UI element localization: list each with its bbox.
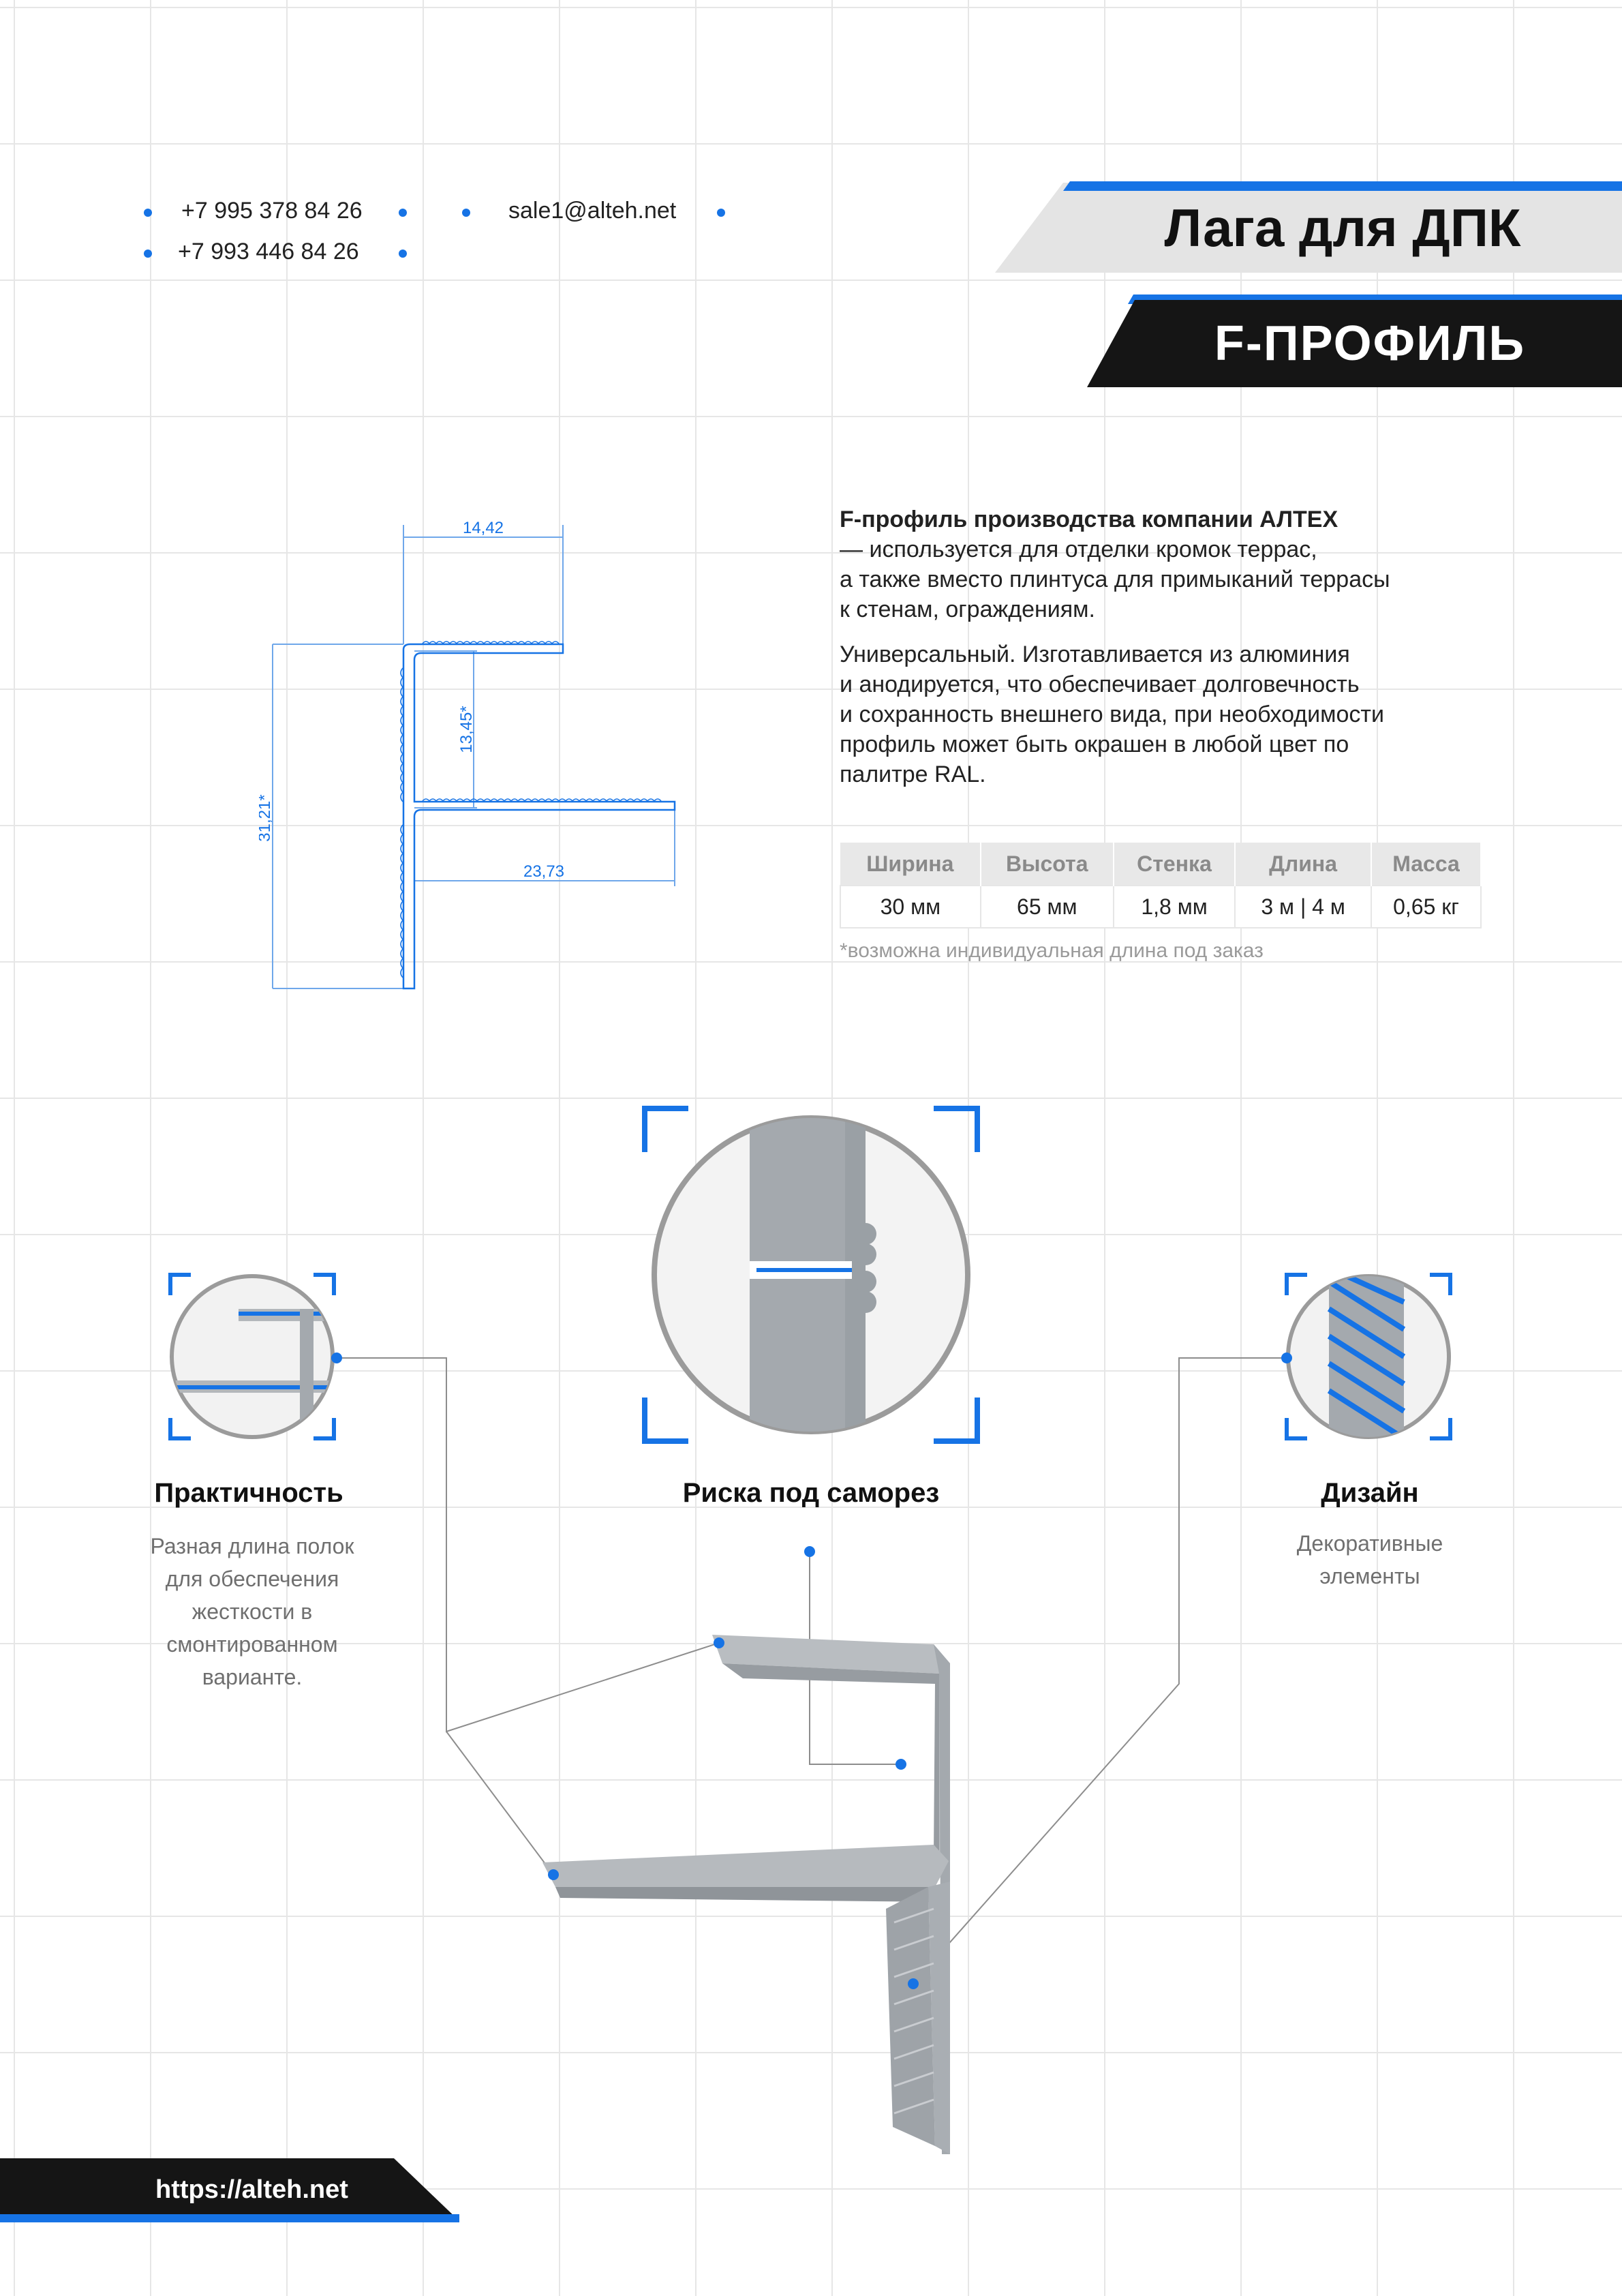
profile-drawing: 14,42 23,73 13,45* 31,21* [259, 519, 676, 990]
description-line: палитре RAL. [840, 761, 986, 787]
footnote: *возможна индивидуальная длина под заказ [840, 939, 1264, 962]
feature-desc-line: смонтированном [166, 1632, 338, 1657]
title-banner [995, 183, 1622, 273]
dim-bottom-label: 23,73 [523, 862, 564, 881]
spec-header-width: Ширина [840, 843, 981, 886]
description-line: — используется для отделки кромок террас… [840, 537, 1317, 562]
bullet-icon [717, 209, 725, 217]
bullet-icon [399, 250, 407, 258]
spec-value-wall: 1,8 мм [1112, 885, 1236, 928]
specs-header-row: Ширина Высота Стенка Длина Масса [840, 843, 1482, 886]
description-line: а также вместо плинтуса для примыканий т… [840, 567, 1390, 592]
specs-value-row: 30 мм 65 мм 1,8 мм 3 м | 4 м 0,65 кг [840, 885, 1482, 928]
description-line: профиль может быть окрашен в любой цвет … [840, 731, 1349, 757]
spec-header-height: Высота [980, 843, 1114, 886]
description-paragraph-1: F-профиль производства компании АЛТЕХ — … [840, 504, 1521, 624]
phone-link-2[interactable]: +7 993 446 84 26 [178, 239, 359, 265]
phone-link-1[interactable]: +7 995 378 84 26 [181, 198, 363, 224]
footer-banner [0, 2158, 459, 2221]
description-line: и анодируется, что обеспечивает долговеч… [840, 671, 1360, 697]
description-line: и сохранность внешнего вида, при необход… [840, 701, 1384, 727]
feature-desc-practicality: Разная длина полок для обеспечения жестк… [109, 1530, 395, 1693]
feature-zoom-left [168, 1273, 336, 1440]
feature-desc-line: варианте. [202, 1665, 303, 1689]
page-title: Лага для ДПК [1164, 197, 1521, 258]
spec-header-wall: Стенка [1113, 843, 1236, 886]
feature-title-practicality: Практичность [154, 1478, 343, 1508]
feature-desc-line: для обеспечения [165, 1567, 339, 1591]
spec-value-length: 3 м | 4 м [1234, 885, 1373, 928]
dim-top-label: 14,42 [463, 519, 504, 537]
feature-desc-design: Декоративные элементы [1234, 1527, 1506, 1592]
spec-value-height: 65 мм [979, 885, 1114, 928]
spec-header-length: Длина [1235, 843, 1373, 886]
page-subtitle: F-ПРОФИЛЬ [1214, 316, 1526, 371]
specs-table: Ширина Высота Стенка Длина Масса 30 мм 6… [840, 843, 1482, 928]
feature-desc-line: Декоративные [1296, 1531, 1443, 1556]
bullet-icon [144, 209, 152, 217]
feature-title-screw-groove: Риска под саморез [682, 1478, 940, 1508]
subtitle-banner [1087, 300, 1622, 387]
bullet-icon [399, 209, 407, 217]
feature-title-design: Дизайн [1321, 1478, 1419, 1508]
spec-header-mass: Масса [1371, 843, 1482, 886]
description-line: к стенам, ограждениям. [840, 596, 1095, 622]
website-link[interactable]: https://alteh.net [155, 2175, 348, 2204]
feature-desc-line: элементы [1319, 1564, 1420, 1588]
spec-value-width: 30 мм [840, 885, 981, 928]
dim-inner-height-label: 13,45* [457, 706, 476, 753]
feature-zoom-right [1285, 1273, 1452, 1440]
email-link[interactable]: sale1@alteh.net [508, 198, 677, 224]
feature-desc-line: Разная длина полок [150, 1534, 354, 1558]
bullet-icon [144, 250, 152, 258]
description-lead: F-профиль производства компании АЛТЕХ [840, 507, 1338, 532]
feature-zoom-center [642, 1106, 980, 1444]
profile-body [542, 1635, 950, 2154]
title-banner-stripe [1063, 181, 1622, 191]
feature-desc-line: жесткости в [192, 1599, 313, 1624]
bullet-icon [462, 209, 470, 217]
spec-value-mass: 0,65 кг [1371, 885, 1482, 928]
footer-banner-stripe [0, 2214, 459, 2222]
description-line: Универсальный. Изготавливается из алюмин… [840, 641, 1350, 667]
dim-total-height-label: 31,21* [259, 794, 274, 841]
description-paragraph-2: Универсальный. Изготавливается из алюмин… [840, 639, 1521, 789]
